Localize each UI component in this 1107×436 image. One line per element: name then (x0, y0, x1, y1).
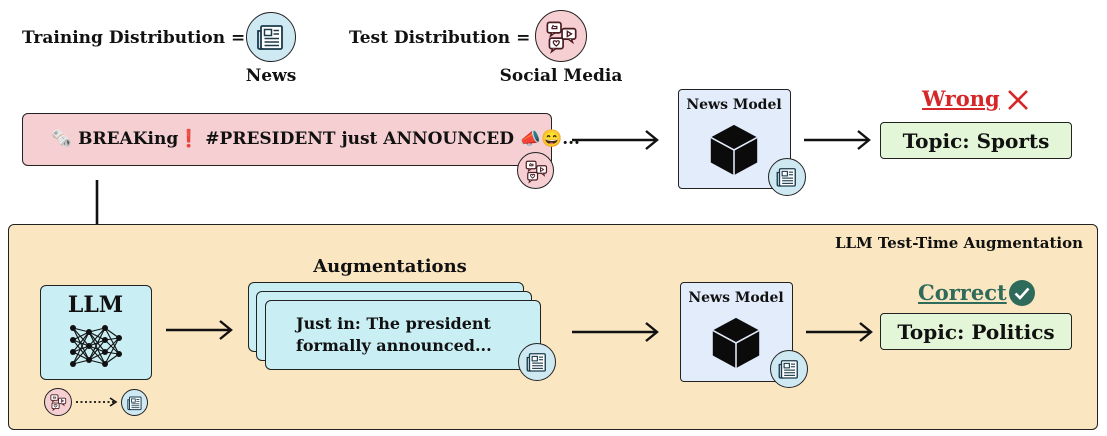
arrow-model-to-topic (804, 130, 871, 150)
news-model-box-top: News Model (678, 89, 791, 189)
newspaper-icon (246, 12, 296, 62)
input-text: 🗞️ BREAKing❗ #PRESIDENT just ANNOUNCED 📣… (51, 129, 580, 149)
wrong-label: Wrong (922, 86, 1000, 111)
arrow-llm-to-augmentations (166, 320, 233, 340)
social-media-icon (44, 388, 72, 416)
augmentation-card-front: Just in: The president formally announce… (265, 300, 541, 370)
arrow-model-to-topic-bottom (806, 322, 873, 342)
dotted-arrow (76, 397, 118, 407)
panel-title: LLM Test-Time Augmentation (834, 234, 1083, 252)
news-model-label: News Model (686, 97, 782, 113)
cube-icon (707, 313, 765, 371)
topic-politics-box: Topic: Politics (880, 313, 1072, 350)
newspaper-icon (121, 389, 148, 416)
arrow-augmentations-to-model (572, 322, 659, 342)
social-media-caption: Social Media (499, 66, 623, 86)
cube-icon (705, 120, 763, 178)
correct-label: Correct (918, 280, 1007, 305)
augmentations-title: Augmentations (313, 256, 467, 277)
newspaper-icon (770, 350, 808, 388)
neural-network-icon (70, 325, 122, 367)
arrow-input-to-model (572, 130, 659, 150)
input-text-box: 🗞️ BREAKing❗ #PRESIDENT just ANNOUNCED 📣… (22, 113, 580, 166)
news-model-label: News Model (688, 290, 784, 306)
x-mark-icon (1008, 90, 1028, 110)
newspaper-icon (768, 158, 806, 196)
topic-sports-box: Topic: Sports (880, 122, 1072, 159)
social-media-icon (535, 10, 587, 62)
social-media-icon (517, 152, 554, 189)
check-circle-icon (1009, 280, 1035, 306)
training-distribution-label: Training Distribution = (22, 28, 246, 48)
llm-box: LLM (40, 285, 152, 380)
news-caption: News (245, 66, 297, 86)
newspaper-icon (518, 343, 556, 381)
llm-label: LLM (67, 292, 124, 318)
test-distribution-label: Test Distribution = (349, 28, 531, 48)
augmentation-text: Just in: The president formally announce… (296, 314, 492, 355)
